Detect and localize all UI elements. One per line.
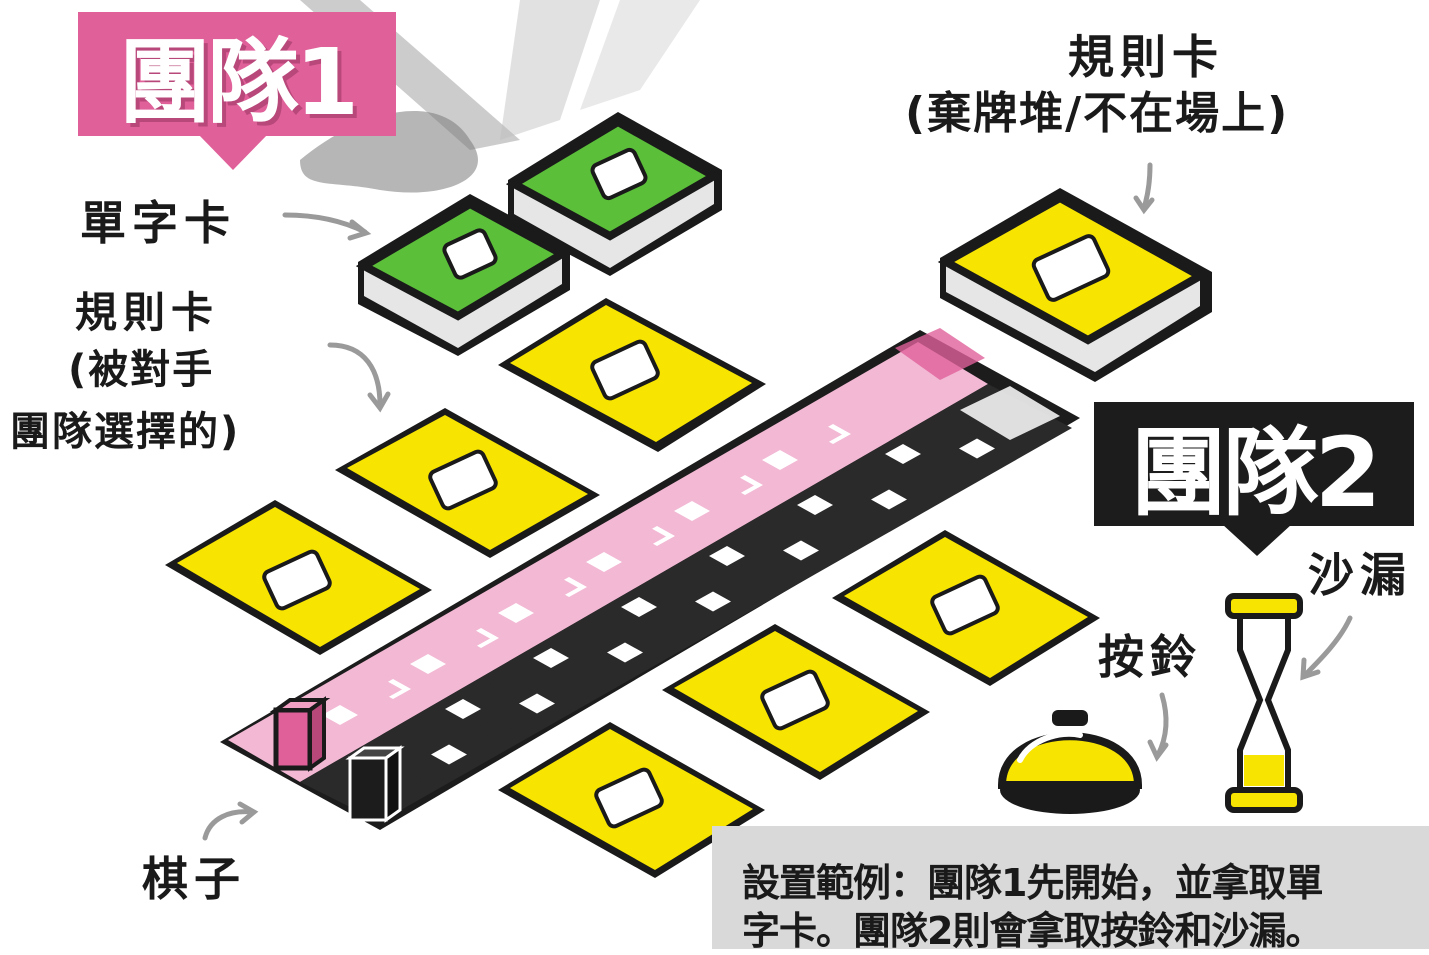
label-buzzer: 按鈴 [1098,630,1202,684]
black-pawn-icon[interactable] [345,745,405,823]
track-cell [498,603,534,623]
team2-label: 團隊2 [1094,402,1414,529]
hourglass-icon[interactable] [1225,593,1303,813]
rule-card-team2-2[interactable] [662,624,930,780]
track-cell [929,418,965,439]
rule-card-logo-icon [930,574,1000,636]
track-cell [519,693,555,714]
track-cell [959,438,995,459]
track-cell [885,444,921,464]
buzzer-icon[interactable] [997,710,1143,814]
caption-line-2: 字卡。團隊2則會拿取按鈴和沙漏。 [742,909,1323,953]
rule-card-logo-icon [590,339,660,401]
label-pawns: 棋子 [142,852,246,906]
track-cell [762,450,798,470]
team2-tag-pointer [1222,524,1292,556]
track-cell [489,673,525,694]
label-hourglass: 沙漏 [1308,548,1412,602]
label-rule-cards-chosen-note1: (被對手 [68,347,215,393]
rule-card-chosen-1[interactable] [498,298,766,452]
track-cell [915,464,951,484]
track-cell [607,642,643,663]
track-cell [674,501,710,521]
rule-card-team2-1[interactable] [832,530,1100,686]
track-cell [445,699,481,719]
track-cell [586,552,622,572]
rule-card-logo-icon [428,449,498,511]
rule-card-logo-icon [760,669,830,731]
track-cell [621,597,657,617]
track-cell [563,668,599,688]
track-cell [533,648,569,668]
label-rule-cards-chosen: 規則卡 [75,288,220,337]
score-track-board [220,328,1080,830]
rule-card-chosen-2[interactable] [335,408,600,558]
track-cell [577,622,613,643]
pink-pawn-icon[interactable] [269,696,331,772]
word-card-deck-1[interactable] [355,194,571,356]
track-cell [871,489,907,510]
rule-card-chosen-3[interactable] [165,500,432,655]
rule-card-logo-icon [594,767,664,829]
track-cell [410,654,446,674]
arrow-icon [202,162,1353,841]
track-cell [322,705,358,725]
rule-card-discard-pile[interactable] [937,188,1212,382]
caption-line-1: 設置範例：團隊1先開始，並拿取單 [742,861,1323,905]
label-rule-cards-discard-note: (棄牌堆/不在場上) [905,88,1290,139]
setup-caption: 設置範例：團隊1先開始，並拿取單 字卡。團隊2則會拿取按鈴和沙漏。 [712,826,1429,953]
track-cell [739,566,775,586]
track-cell [475,719,511,739]
rule-card-logo-icon [262,549,332,611]
team1-label: 團隊1 [78,12,396,136]
track-cell [797,495,833,515]
track-cell [695,591,731,612]
track-cell [366,679,402,700]
track-cell [806,424,842,445]
rule-card-logo-icon [1031,234,1111,302]
word-card-deck-2[interactable] [505,112,723,276]
word-card-logo-icon [590,147,648,201]
track-cell [753,520,789,541]
track-cell [542,577,578,598]
track-cell [709,546,745,566]
label-rule-cards-chosen-note2: 團隊選擇的) [10,409,241,455]
team1-tag-pointer [198,134,268,170]
track-cell [718,475,754,496]
pink-track-cells [287,424,851,750]
word-card-logo-icon [442,228,498,280]
label-rule-cards-discard: 規則卡 [1068,30,1224,84]
track-cell [401,724,437,745]
label-word-cards: 單字卡 [80,196,236,250]
rule-card-team2-3[interactable] [498,722,765,878]
track-cell [630,526,666,547]
track-cell [827,515,863,535]
track-cell [454,628,490,649]
track-cell [665,571,701,592]
track-cell [431,744,467,765]
track-cell [841,469,877,490]
track-cell [783,540,819,561]
track-cell [651,617,687,637]
